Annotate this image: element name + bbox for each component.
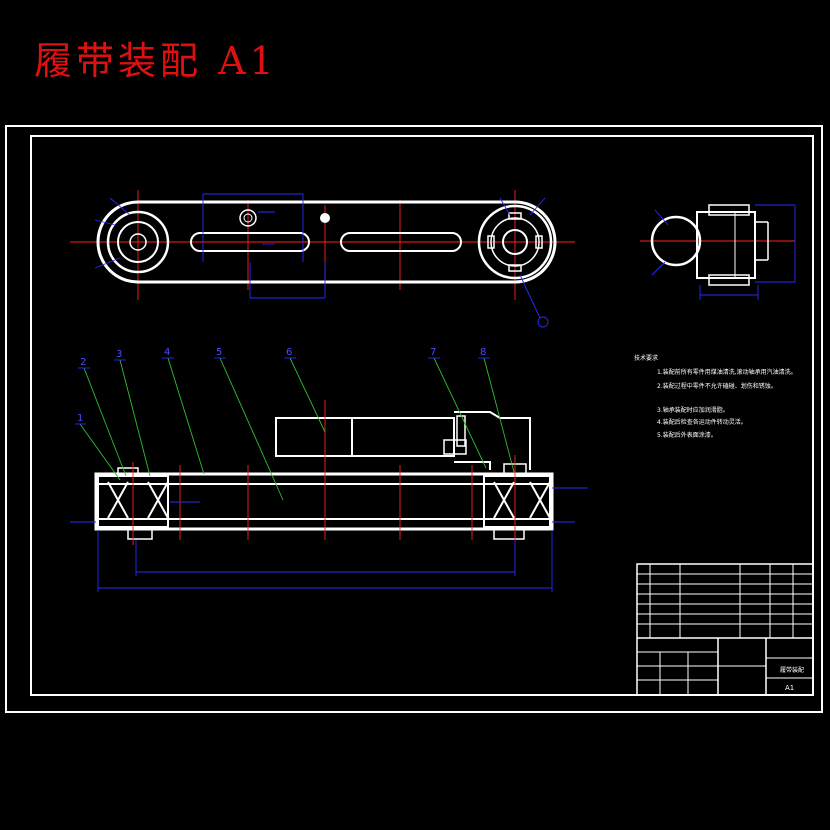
balloon-5: 5: [216, 347, 222, 358]
side-view: [640, 204, 796, 300]
title-block-sheet: A1: [785, 684, 794, 692]
balloon-7: 7: [430, 347, 436, 358]
inner-frame: [30, 135, 814, 696]
notes-line: 3.轴承装配时应加润滑脂。: [657, 406, 729, 414]
top-view: [70, 190, 575, 328]
balloon-4: 4: [164, 347, 170, 358]
notes-line: 2.装配过程中零件不允许磕碰、划伤和锈蚀。: [657, 382, 777, 390]
front-view: [70, 400, 588, 592]
notes-heading: 技术要求: [634, 354, 658, 362]
balloon-8: 8: [480, 347, 486, 358]
balloon-1: 1: [77, 413, 83, 424]
notes-line: 5.装配后外表面涂漆。: [657, 431, 717, 439]
part-leaders: [75, 357, 515, 501]
notes-line: 4.装配后检查各运动件转动灵活。: [657, 418, 747, 426]
balloon-3: 3: [116, 349, 122, 360]
balloon-2: 2: [80, 357, 86, 368]
technical-notes: 技术要求 1.装配前所有零件用煤油清洗,滚动轴承用汽油清洗。 2.装配过程中零件…: [634, 354, 797, 439]
title-block-drawing-name: 履带装配: [780, 666, 804, 674]
notes-line: 1.装配前所有零件用煤油清洗,滚动轴承用汽油清洗。: [657, 368, 797, 376]
balloon-6: 6: [286, 347, 292, 358]
drawing-title: 履带装配 A1: [34, 39, 278, 83]
outer-frame: [5, 125, 823, 713]
title-block: [636, 563, 814, 696]
